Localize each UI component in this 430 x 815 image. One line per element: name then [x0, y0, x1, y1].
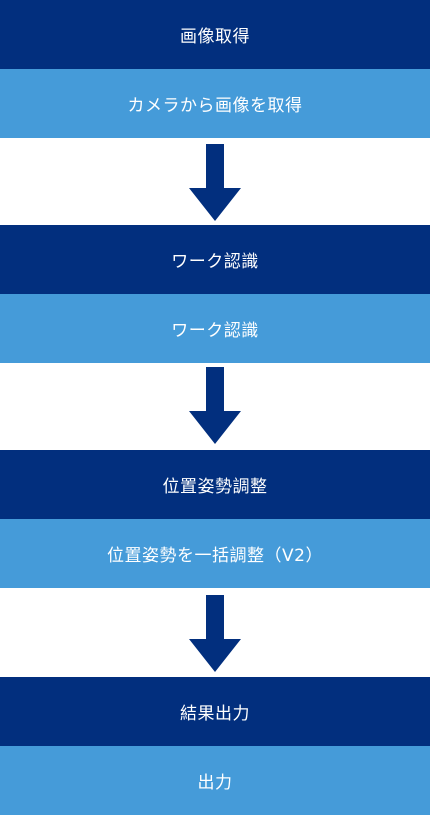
down-arrow-icon [0, 367, 430, 444]
step-4-detail: 出力 [0, 746, 430, 815]
step-1-title: 画像取得 [0, 0, 430, 69]
step-2-detail: ワーク認識 [0, 294, 430, 363]
step-1-detail: カメラから画像を取得 [0, 69, 430, 138]
down-arrow-icon [0, 595, 430, 672]
step-3-detail: 位置姿勢を一括調整（V2） [0, 519, 430, 588]
step-3-title: 位置姿勢調整 [0, 450, 430, 519]
step-4-title: 結果出力 [0, 677, 430, 746]
step-2-title: ワーク認識 [0, 225, 430, 294]
down-arrow-icon [0, 144, 430, 221]
